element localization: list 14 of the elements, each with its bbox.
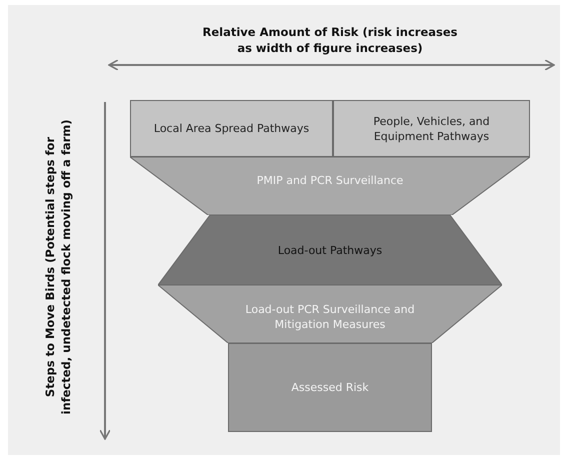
funnel-section xyxy=(130,157,530,215)
pathway-box xyxy=(333,100,530,157)
section-label: PMIP and PCR Surveillance xyxy=(256,172,404,188)
section-label: People, Vehicles, and Equipment Pathways xyxy=(372,114,491,144)
section-label: Local Area Spread Pathways xyxy=(152,121,310,136)
axis-title: Relative Amount of Risk (risk increases as width of figure increases) xyxy=(202,24,458,56)
section-label: Load-out PCR Surveillance and Mitigation Measures xyxy=(244,302,416,332)
funnel-section xyxy=(158,215,502,285)
assessed-risk-box xyxy=(228,343,432,432)
pathway-box xyxy=(130,100,333,157)
section-label: Assessed Risk xyxy=(290,380,370,395)
section-label: Load-out Pathways xyxy=(276,242,384,258)
axis-title: Steps to Move Birds (Potential steps for infected, undetected flock moving off a farm) xyxy=(42,118,74,416)
funnel-section xyxy=(158,285,502,343)
